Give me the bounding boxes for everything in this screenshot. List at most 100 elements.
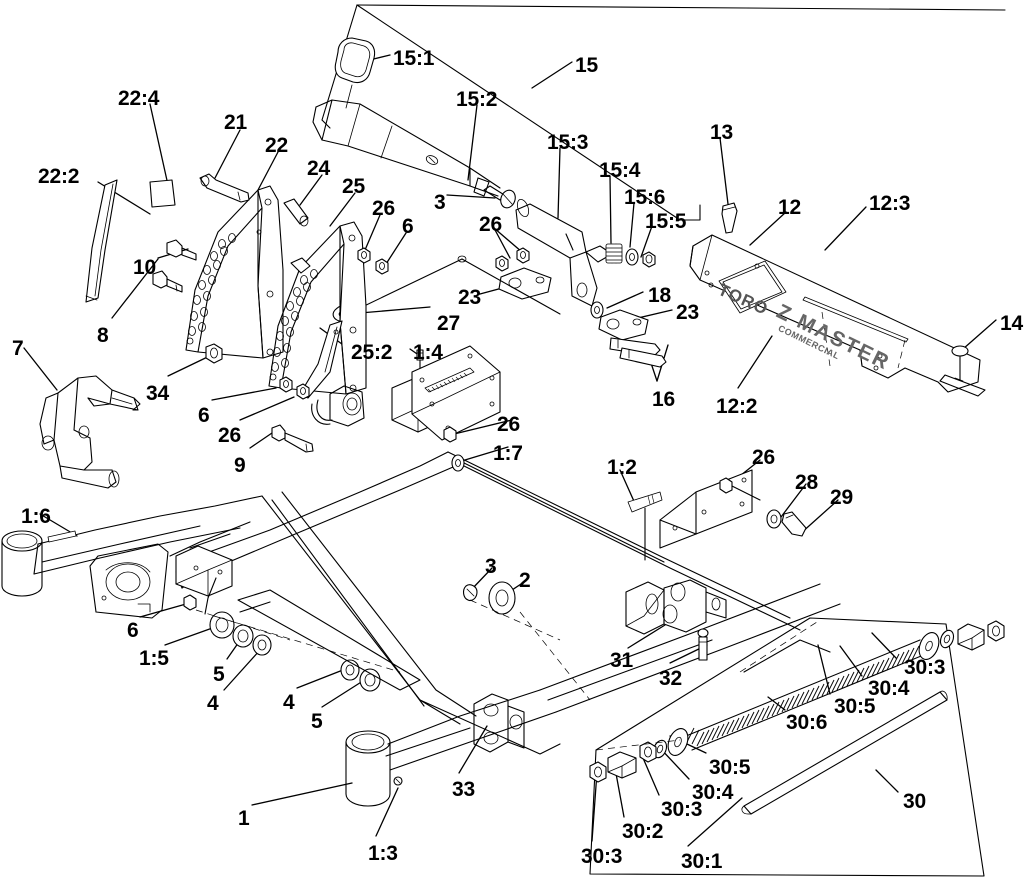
part-15-arm-assembly xyxy=(312,4,1006,307)
part-34-bushing xyxy=(205,343,223,364)
part-callout-26: 26 xyxy=(479,213,502,236)
part-7-bracket xyxy=(39,375,141,489)
part-callout-9: 9 xyxy=(234,454,246,477)
part-30-5-washer-upper xyxy=(918,632,940,660)
part-15-4-spring xyxy=(605,243,623,264)
part-callout-30-3: 30:3 xyxy=(661,798,703,821)
frame-right-plate xyxy=(659,469,753,549)
part-callout-16: 16 xyxy=(652,388,675,411)
part-13-bolt xyxy=(721,202,738,234)
part-callout-31: 31 xyxy=(610,649,633,672)
part-callout-15-4: 15:4 xyxy=(599,159,641,182)
part-callout-26: 26 xyxy=(497,413,520,436)
part-callout-1-7: 1:7 xyxy=(493,442,523,465)
part-callout-27: 27 xyxy=(437,312,460,335)
part-callout-15-5: 15:5 xyxy=(645,210,687,233)
part-callout-29: 29 xyxy=(830,486,853,509)
part-24-spacer xyxy=(283,198,309,227)
part-6-nut-lower xyxy=(279,376,293,393)
part-callout-6: 6 xyxy=(127,619,139,642)
part-callout-33: 33 xyxy=(452,778,475,801)
part-26-nut-upper-b xyxy=(516,247,530,264)
part-callout-30-3: 30:3 xyxy=(904,656,946,679)
part-4-washer-b xyxy=(340,659,360,681)
hole-pattern-25 xyxy=(271,269,318,372)
part-30-spring-kit xyxy=(589,617,1005,877)
decal-toro-box xyxy=(718,260,787,314)
part-26-nut-upper-a xyxy=(495,255,509,272)
part-callout-30-5: 30:5 xyxy=(709,756,751,779)
part-callout-30-4: 30:4 xyxy=(868,677,910,700)
part-6-nut-frame xyxy=(183,594,197,611)
part-26-nut-lower xyxy=(296,383,310,400)
part-callout-4: 4 xyxy=(283,691,295,714)
part-deck-plate xyxy=(411,345,501,441)
part-5-washer-b xyxy=(359,668,381,692)
part-callout-5: 5 xyxy=(213,663,225,686)
part-1-6-decal xyxy=(47,530,77,543)
part-callout-28: 28 xyxy=(795,471,818,494)
part-25-2-bracket xyxy=(299,320,343,399)
part-5-washer-a xyxy=(232,624,254,648)
part-callout-25-2: 25:2 xyxy=(351,341,393,364)
part-callout-34: 34 xyxy=(146,382,169,405)
part-30-1-rod xyxy=(741,690,948,815)
part-1-3-screw xyxy=(393,776,403,786)
part-callout-15-1: 15:1 xyxy=(393,47,435,70)
part-callout-26: 26 xyxy=(372,197,395,220)
part-22-4-decal xyxy=(149,179,176,208)
part-callout-1-4: 1:4 xyxy=(413,341,443,364)
part-callout-15-2: 15:2 xyxy=(456,88,498,111)
frame-lower-left-tube xyxy=(345,730,391,807)
part-30-2-coupler-lower xyxy=(607,751,637,779)
part-callout-30-3: 30:3 xyxy=(581,845,623,868)
part-15-2-lever xyxy=(312,99,507,201)
frame-caster-left xyxy=(311,385,365,427)
part-callout-7: 7 xyxy=(12,337,24,360)
part-8-bolt xyxy=(152,270,183,293)
part-30-4-washer-upper xyxy=(939,629,955,649)
part-callout-4: 4 xyxy=(207,692,219,715)
frame-left-tube xyxy=(1,530,43,597)
part-callout-5: 5 xyxy=(311,710,323,733)
part-callout-1-5: 1:5 xyxy=(139,647,169,670)
part-3-clip-mid xyxy=(463,584,478,602)
part-1-2-decal xyxy=(627,491,663,561)
part-callout-1-3: 1:3 xyxy=(368,842,398,865)
part-4-washer-a xyxy=(252,634,272,656)
part-14-knob xyxy=(939,345,986,397)
part-callout-30-1: 30:1 xyxy=(681,850,723,873)
part-callout-30-2: 30:2 xyxy=(622,820,664,843)
part-callout-15-3: 15:3 xyxy=(547,131,589,154)
part-26-nut-right-plate xyxy=(719,477,733,494)
part-26-nut-right xyxy=(357,247,371,264)
part-callout-30: 30 xyxy=(903,790,926,813)
part-29-bolt xyxy=(781,511,807,537)
part-callout-22-2: 22:2 xyxy=(38,165,80,188)
part-30-3-nut-lower xyxy=(589,761,607,783)
part-callout-1: 1 xyxy=(238,807,250,830)
part-callout-22-4: 22:4 xyxy=(118,87,160,110)
frame-caster-right xyxy=(625,579,727,635)
part-30-3-nut-mid xyxy=(639,741,657,763)
part-1-7-bolt xyxy=(451,454,465,472)
part-callout-1-6: 1:6 xyxy=(21,505,51,528)
part-callout-26: 26 xyxy=(218,424,241,447)
part-12-side-panel xyxy=(689,234,981,393)
part-23-link-upper xyxy=(498,267,552,300)
part-callout-1-2: 1:2 xyxy=(607,456,637,479)
part-18-bushing xyxy=(590,301,604,319)
part-9-bolt xyxy=(271,424,314,453)
part-28-washer xyxy=(766,509,782,529)
part-32-pin xyxy=(697,628,709,661)
part-callout-14: 14 xyxy=(1000,312,1023,335)
part-21-bolt xyxy=(199,173,250,203)
part-22-arch-plate xyxy=(185,185,284,359)
part-callout-6: 6 xyxy=(402,215,414,238)
part-callout-15: 15 xyxy=(575,54,598,77)
part-callout-13: 13 xyxy=(710,121,733,144)
part-26-nut-deck xyxy=(443,426,457,443)
part-callout-24: 24 xyxy=(307,157,330,180)
part-callout-6: 6 xyxy=(198,404,210,427)
